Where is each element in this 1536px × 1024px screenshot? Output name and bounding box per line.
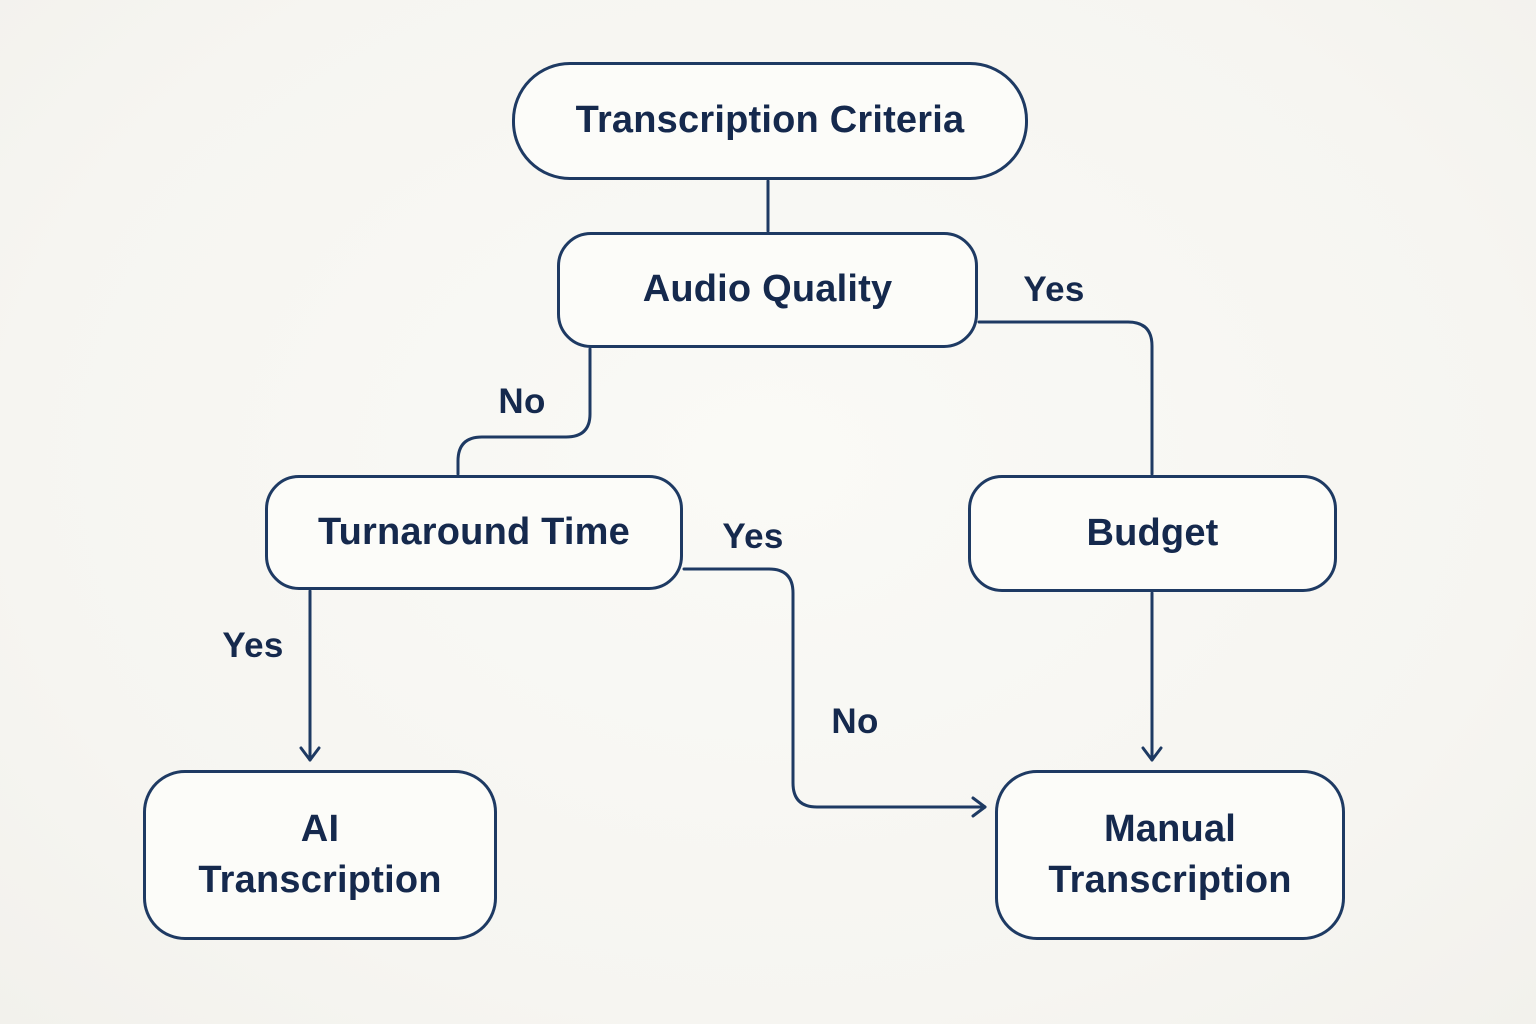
edge-turnaround-to-manual bbox=[682, 567, 987, 818]
node-ai-transcription: AI Transcription bbox=[143, 770, 497, 940]
node-manual-transcription-label-line2: Transcription bbox=[1048, 859, 1292, 901]
node-manual-transcription-label-line1: Manual bbox=[1103, 807, 1237, 850]
edge-label-audio-quality-yes: Yes bbox=[1023, 270, 1085, 309]
node-transcription-criteria-label: Transcription Criteria bbox=[575, 99, 965, 142]
node-budget: Budget bbox=[968, 475, 1337, 592]
node-turnaround-time: Turnaround Time bbox=[265, 475, 683, 590]
edge-label-turnaround-right-no: No bbox=[831, 702, 879, 741]
node-ai-transcription-label-line1: AI bbox=[300, 807, 340, 850]
edge-audio-to-turnaround bbox=[456, 347, 592, 476]
edge-label-turnaround-yes: Yes bbox=[222, 626, 284, 665]
node-transcription-criteria: Transcription Criteria bbox=[512, 62, 1028, 180]
node-audio-quality-label: Audio Quality bbox=[642, 268, 893, 311]
edge-label-turnaround-right-yes: Yes bbox=[722, 517, 784, 556]
node-turnaround-time-label: Turnaround Time bbox=[318, 510, 630, 553]
edge-audio-to-budget bbox=[977, 320, 1154, 476]
node-ai-transcription-label-line2: Transcription bbox=[198, 859, 442, 901]
node-manual-transcription: Manual Transcription bbox=[995, 770, 1345, 940]
node-budget-label: Budget bbox=[1086, 511, 1219, 554]
node-audio-quality: Audio Quality bbox=[557, 232, 978, 348]
edge-label-audio-quality-no: No bbox=[498, 382, 546, 421]
